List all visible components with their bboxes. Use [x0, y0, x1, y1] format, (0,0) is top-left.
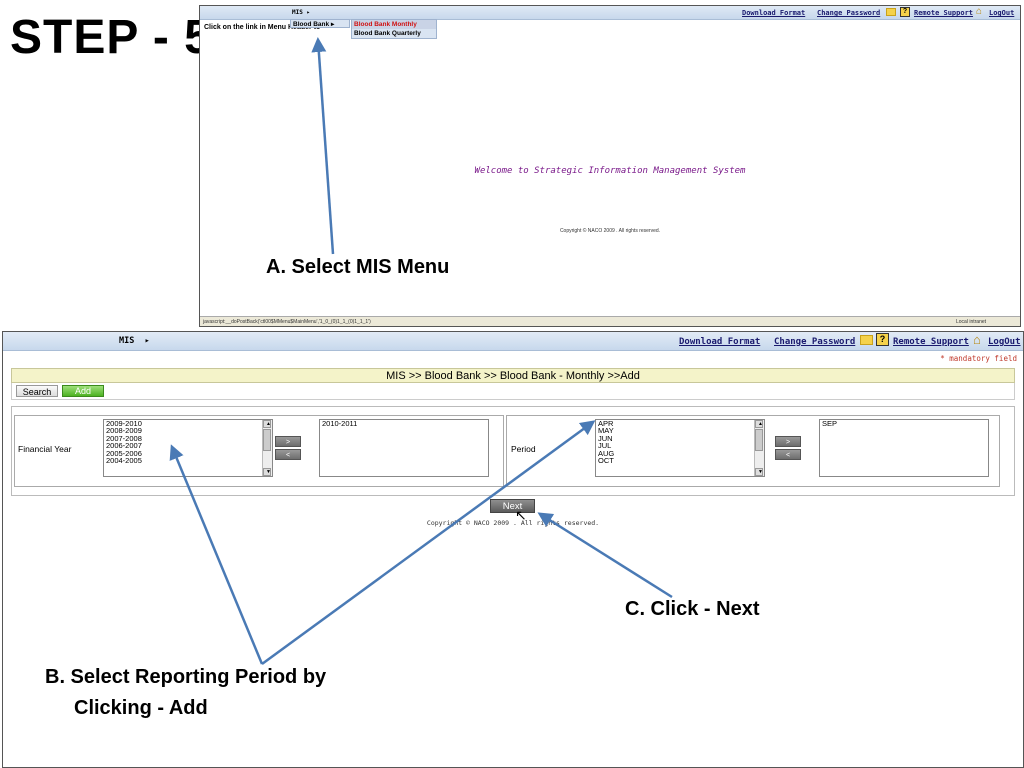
period-list[interactable]: APR MAY JUN JUL AUG OCT ▲ ▼ [595, 419, 765, 477]
period-section: Period APR MAY JUN JUL AUG OCT ▲ ▼ > < S… [506, 415, 1000, 487]
scroll-up-icon[interactable]: ▲ [263, 420, 271, 428]
top-logout-link[interactable]: LogOut [989, 9, 1015, 17]
list-item[interactable]: 2007-2008 [106, 433, 142, 443]
financial-year-label: Financial Year [18, 444, 72, 454]
search-button[interactable]: Search [16, 385, 58, 397]
help-icon[interactable]: ? [876, 333, 889, 346]
list-item[interactable]: OCT [598, 456, 614, 466]
caption-b-line2: Clicking - Add [74, 697, 208, 719]
list-item[interactable]: SEP [822, 419, 838, 428]
scroll-thumb[interactable] [263, 429, 271, 451]
top-screenshot: MIS ▸ Download Format Change Password ? … [199, 5, 1021, 327]
welcome-message: Welcome to Strategic Information Managem… [474, 166, 746, 176]
selected-year-list[interactable]: 2010-2011 [319, 419, 489, 477]
submenu-item-blood-bank-monthly[interactable]: Blood Bank Monthly [352, 20, 436, 29]
list-item[interactable]: 2010-2011 [322, 419, 358, 428]
period-scrollbar[interactable]: ▲ ▼ [754, 420, 764, 476]
top-menu-bar: MIS ▸ Download Format Change Password ? … [200, 6, 1020, 20]
mandatory-field-note: * mandatory field [940, 354, 1017, 363]
submenu-item-blood-bank-quarterly[interactable]: Blood Bank Quarterly [354, 30, 421, 37]
list-item[interactable]: 2009-2010 [106, 419, 142, 428]
chevron-right-icon: ▸ [330, 21, 335, 28]
chevron-right-icon: ▸ [144, 336, 150, 346]
caption-b-line1: B. Select Reporting Period by [45, 666, 327, 688]
list-item[interactable]: 2005-2006 [106, 448, 142, 458]
period-label: Period [511, 444, 536, 454]
scroll-down-icon[interactable]: ▼ [755, 468, 763, 476]
status-url-text: javascript:__doPostBack('ctl00$MMenu$Mai… [203, 319, 371, 325]
blood-bank-submenu: Blood Bank Monthly Blood Bank Quarterly [351, 19, 437, 39]
remote-support-link[interactable]: Remote Support [893, 337, 969, 347]
move-year-right-button[interactable]: > [275, 436, 301, 447]
mail-icon[interactable] [860, 335, 873, 345]
chevron-right-icon: ▸ [306, 9, 311, 16]
financial-year-section: Financial Year 2009-2010 2008-2009 2007-… [14, 415, 504, 487]
next-button[interactable]: Next [490, 499, 535, 513]
form-panel: Financial Year 2009-2010 2008-2009 2007-… [11, 406, 1015, 496]
bottom-copyright: Copyright © NACO 2009 . All rights reser… [426, 519, 600, 527]
financial-year-scrollbar[interactable]: ▲ ▼ [262, 420, 272, 476]
action-button-row: Search Add [11, 383, 1015, 400]
home-icon[interactable]: ⌂ [973, 332, 981, 347]
blood-bank-menu-item[interactable]: Blood Bank ▸ [290, 19, 350, 28]
scroll-thumb[interactable] [755, 429, 763, 451]
selected-period-list[interactable]: SEP [819, 419, 989, 477]
top-remote-support-link[interactable]: Remote Support [914, 9, 974, 17]
financial-year-list[interactable]: 2009-2010 2008-2009 2007-2008 2006-2007 … [103, 419, 273, 477]
list-item[interactable]: 2008-2009 [106, 426, 142, 436]
top-mis-menu-tab[interactable]: MIS ▸ [292, 9, 310, 16]
blood-bank-label: Blood Bank [293, 21, 330, 28]
move-period-right-button[interactable]: > [775, 436, 801, 447]
bottom-mis-label: MIS [119, 336, 135, 346]
list-item[interactable]: JUN [598, 433, 613, 443]
browser-status-bar: javascript:__doPostBack('ctl00$MMenu$Mai… [200, 316, 1020, 326]
list-item[interactable]: 2004-2005 [106, 456, 142, 466]
change-password-link[interactable]: Change Password [774, 337, 856, 347]
bottom-menu-bar: MIS ▸ Download Format Change Password ? … [3, 332, 1023, 351]
mail-icon[interactable] [886, 8, 896, 16]
caption-c: C. Click - Next [625, 598, 760, 620]
move-period-left-button[interactable]: < [775, 449, 801, 460]
list-item[interactable]: AUG [598, 448, 615, 458]
list-item[interactable]: MAY [598, 426, 614, 436]
top-change-password-link[interactable]: Change Password [817, 9, 881, 17]
add-button[interactable]: Add [62, 385, 104, 397]
home-icon[interactable]: ⌂ [976, 6, 983, 17]
bottom-mis-menu-tab[interactable]: MIS ▸ [119, 336, 150, 346]
top-download-format-link[interactable]: Download Format [742, 9, 806, 17]
list-item[interactable]: APR [598, 419, 614, 428]
list-item[interactable]: JUL [598, 441, 612, 451]
top-hint-text: Click on the link in Menu Header to [204, 24, 321, 31]
help-icon[interactable]: ? [900, 7, 910, 17]
top-copyright: Copyright © NACO 2009 . All rights reser… [559, 228, 661, 234]
download-format-link[interactable]: Download Format [679, 337, 761, 347]
move-year-left-button[interactable]: < [275, 449, 301, 460]
scroll-down-icon[interactable]: ▼ [263, 468, 271, 476]
caption-a: A. Select MIS Menu [266, 256, 450, 278]
scroll-up-icon[interactable]: ▲ [755, 420, 763, 428]
logout-link[interactable]: LogOut [988, 337, 1021, 347]
step-title: STEP - 5 [10, 11, 212, 64]
breadcrumb: MIS >> Blood Bank >> Blood Bank - Monthl… [11, 368, 1015, 383]
status-zone-text: Local intranet [956, 319, 987, 325]
top-mis-label: MIS [292, 9, 303, 16]
list-item[interactable]: 2006-2007 [106, 441, 142, 451]
